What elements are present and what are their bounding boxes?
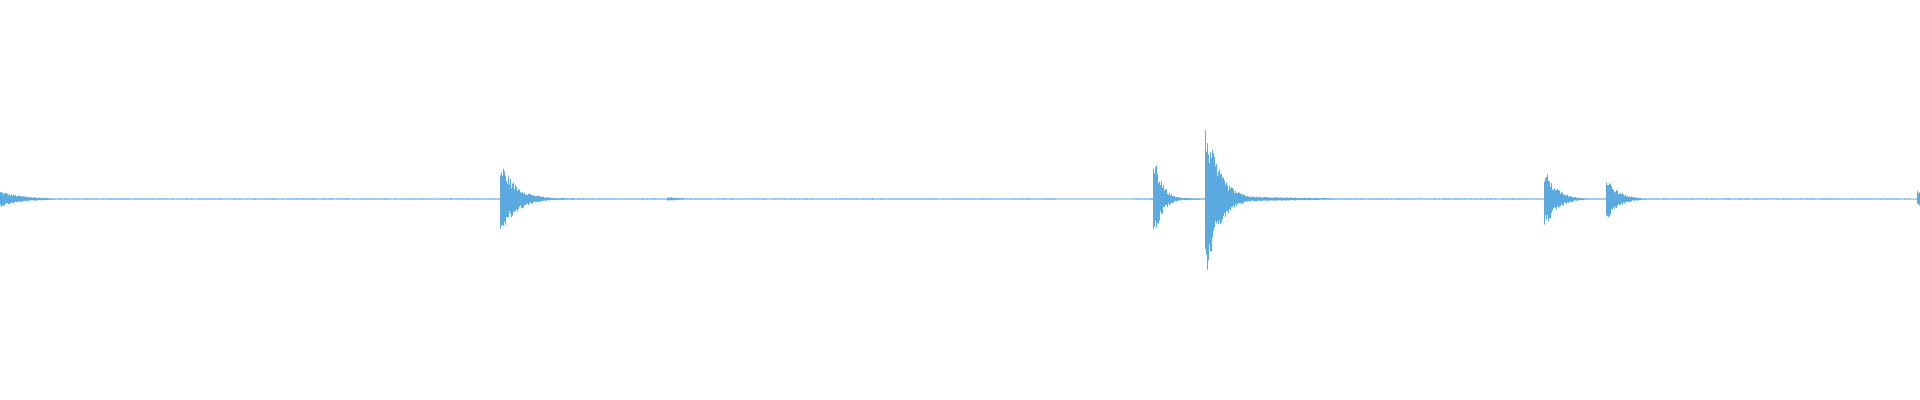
waveform-trace	[0, 130, 1920, 270]
